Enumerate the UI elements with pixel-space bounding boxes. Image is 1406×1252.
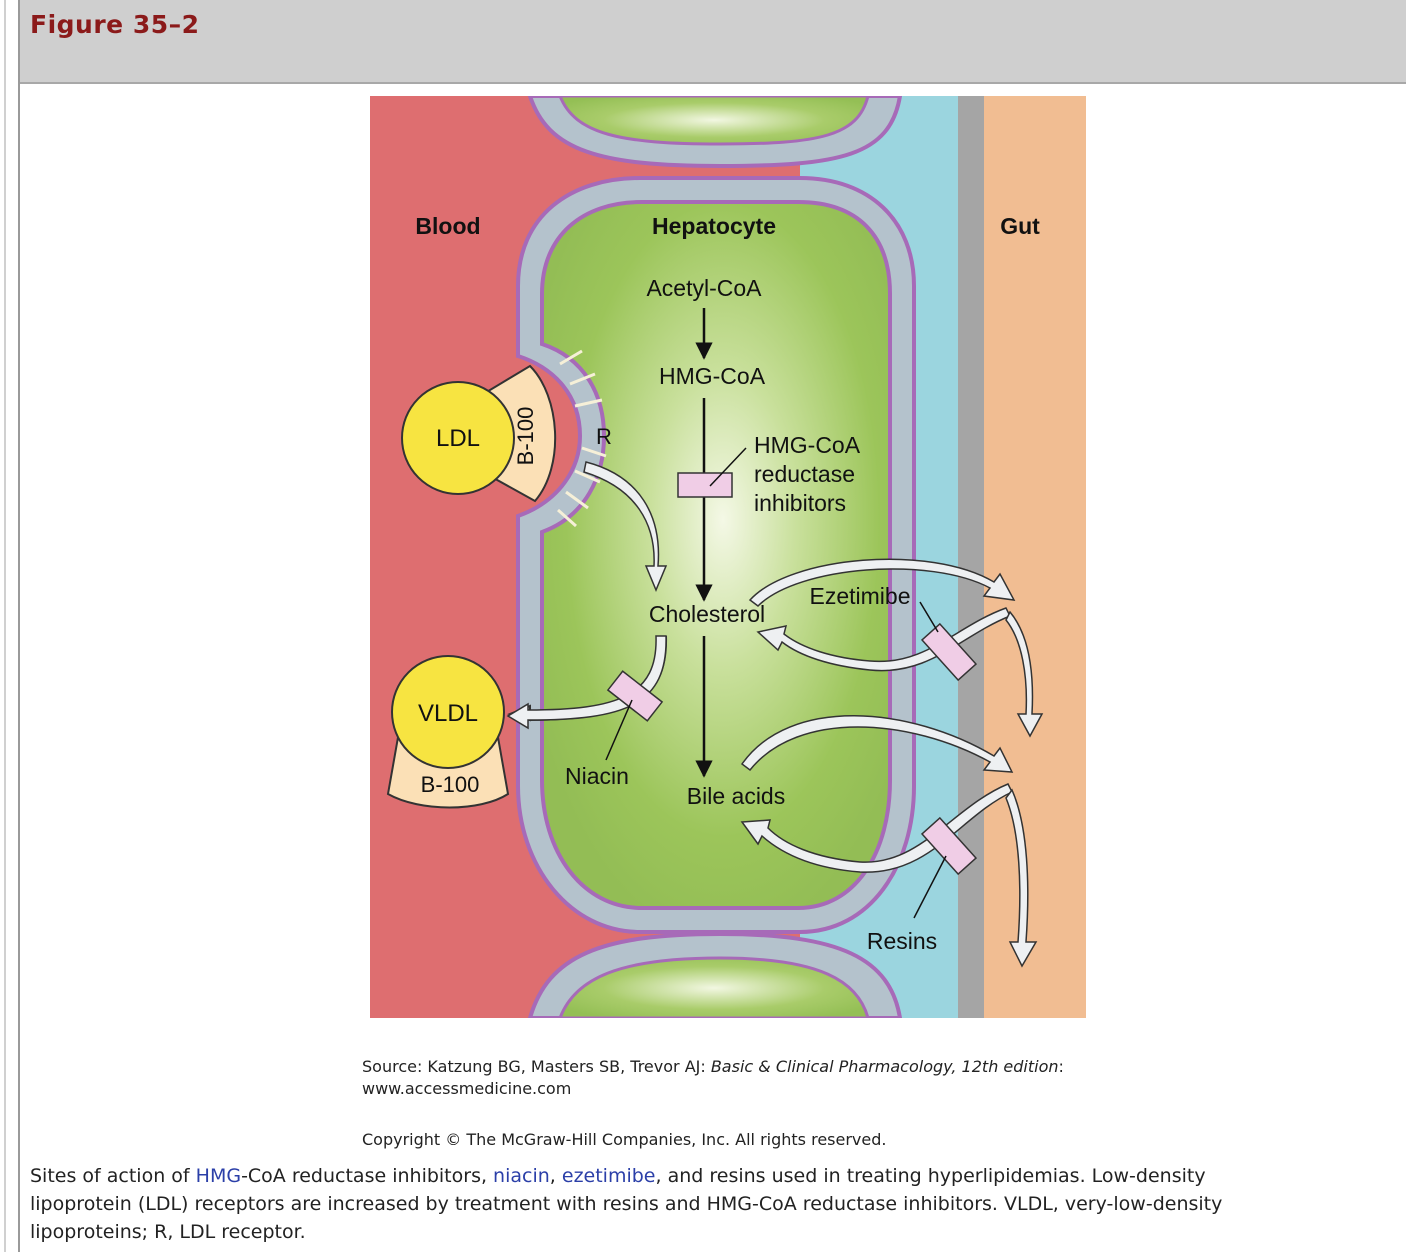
- cholesterol-label: Cholesterol: [649, 601, 765, 627]
- page-frame-left: [0, 0, 20, 1252]
- ldl-apo-label: B-100: [513, 407, 538, 466]
- source-prefix: Source: Katzung BG, Masters SB, Trevor A…: [362, 1057, 711, 1076]
- copyright-notice: Copyright © The McGraw-Hill Companies, I…: [362, 1130, 887, 1149]
- ezetimibe-label: Ezetimibe: [810, 583, 911, 609]
- blood-label: Blood: [415, 213, 480, 239]
- caption-text: , and resins used in treating hyperlipid…: [655, 1165, 1206, 1187]
- figure-caption: Sites of action of HMG-CoA reductase inh…: [30, 1162, 1406, 1250]
- source-book-title: Basic & Clinical Pharmacology, 12th edit…: [710, 1057, 1059, 1076]
- caption-text: -CoA reductase inhibitors,: [241, 1165, 494, 1187]
- resins-block: [920, 816, 978, 876]
- figure-illustration: LDL B-100 R VLDL B-100 Blood Hepatocyte …: [370, 96, 1086, 1018]
- ldl-uptake-arrow: [583, 461, 668, 592]
- niacin-label: Niacin: [565, 763, 629, 789]
- hmg-inhibitor-block: [677, 472, 733, 498]
- vldl-label: VLDL: [418, 700, 478, 727]
- cholesterol-excretion-arrow: [1005, 610, 1044, 738]
- ezetimibe-block: [920, 622, 978, 682]
- caption-text: Sites of action of: [30, 1165, 196, 1187]
- hmg-coa-label: HMG-CoA: [659, 363, 766, 389]
- figure-header: Figure 35–2: [20, 0, 1406, 84]
- caption-line-2: lipoprotein (LDL) receptors are increase…: [30, 1193, 1223, 1215]
- neighbor-cell-top: [558, 96, 870, 146]
- hmg-inhibitor-pointer: [709, 447, 747, 487]
- gut-label: Gut: [1000, 213, 1040, 239]
- niacin-block: [606, 670, 664, 722]
- vldl-particle: [391, 655, 505, 769]
- niacin-pointer: [605, 699, 633, 761]
- resins-label: Resins: [867, 928, 937, 954]
- ldl-receptors: [557, 349, 607, 528]
- ldl-particle: [401, 381, 515, 495]
- hmg-link[interactable]: HMG: [195, 1165, 242, 1187]
- gut-to-bile-arrow: [740, 783, 1014, 873]
- hmg-inhibitor-label-2: reductase: [754, 461, 855, 487]
- caption-line-3: lipoproteins; R, LDL receptor.: [30, 1221, 306, 1243]
- bile-to-gut-arrow: [740, 715, 1014, 773]
- lipid-pathway-diagram: LDL B-100 R VLDL B-100 Blood Hepatocyte …: [370, 96, 1086, 1018]
- hmg-inhibitor-label-3: inhibitors: [754, 490, 846, 516]
- caption-text: ,: [549, 1165, 562, 1187]
- hepatocyte-label: Hepatocyte: [652, 213, 776, 239]
- niacin-link[interactable]: niacin: [493, 1165, 550, 1187]
- figure-title: Figure 35–2: [30, 10, 200, 39]
- vldl-apo-label: B-100: [421, 772, 480, 797]
- figure-source: Source: Katzung BG, Masters SB, Trevor A…: [362, 1056, 1362, 1100]
- gut-to-cholesterol-arrow: [756, 607, 1012, 672]
- source-suffix: :: [1058, 1057, 1064, 1076]
- bile-excretion-arrow: [1005, 788, 1038, 968]
- bile-acids-label: Bile acids: [687, 783, 785, 809]
- ezetimibe-link[interactable]: ezetimibe: [561, 1165, 656, 1187]
- cholesterol-to-gut-arrow: [748, 558, 1016, 607]
- gut-wall: [958, 96, 984, 1018]
- ezetimibe-pointer: [919, 601, 939, 633]
- acetyl-coa-label: Acetyl-CoA: [646, 275, 762, 301]
- receptor-label: R: [596, 424, 612, 449]
- resins-pointer: [913, 855, 947, 919]
- gut-region: [982, 96, 1086, 1018]
- hmg-inhibitor-label-1: HMG-CoA: [754, 432, 861, 458]
- source-url: www.accessmedicine.com: [362, 1079, 572, 1098]
- ldl-label: LDL: [436, 425, 480, 452]
- caption-line-1: Sites of action of HMG-CoA reductase inh…: [30, 1162, 1406, 1190]
- neighbor-cell-bottom: [558, 956, 870, 1018]
